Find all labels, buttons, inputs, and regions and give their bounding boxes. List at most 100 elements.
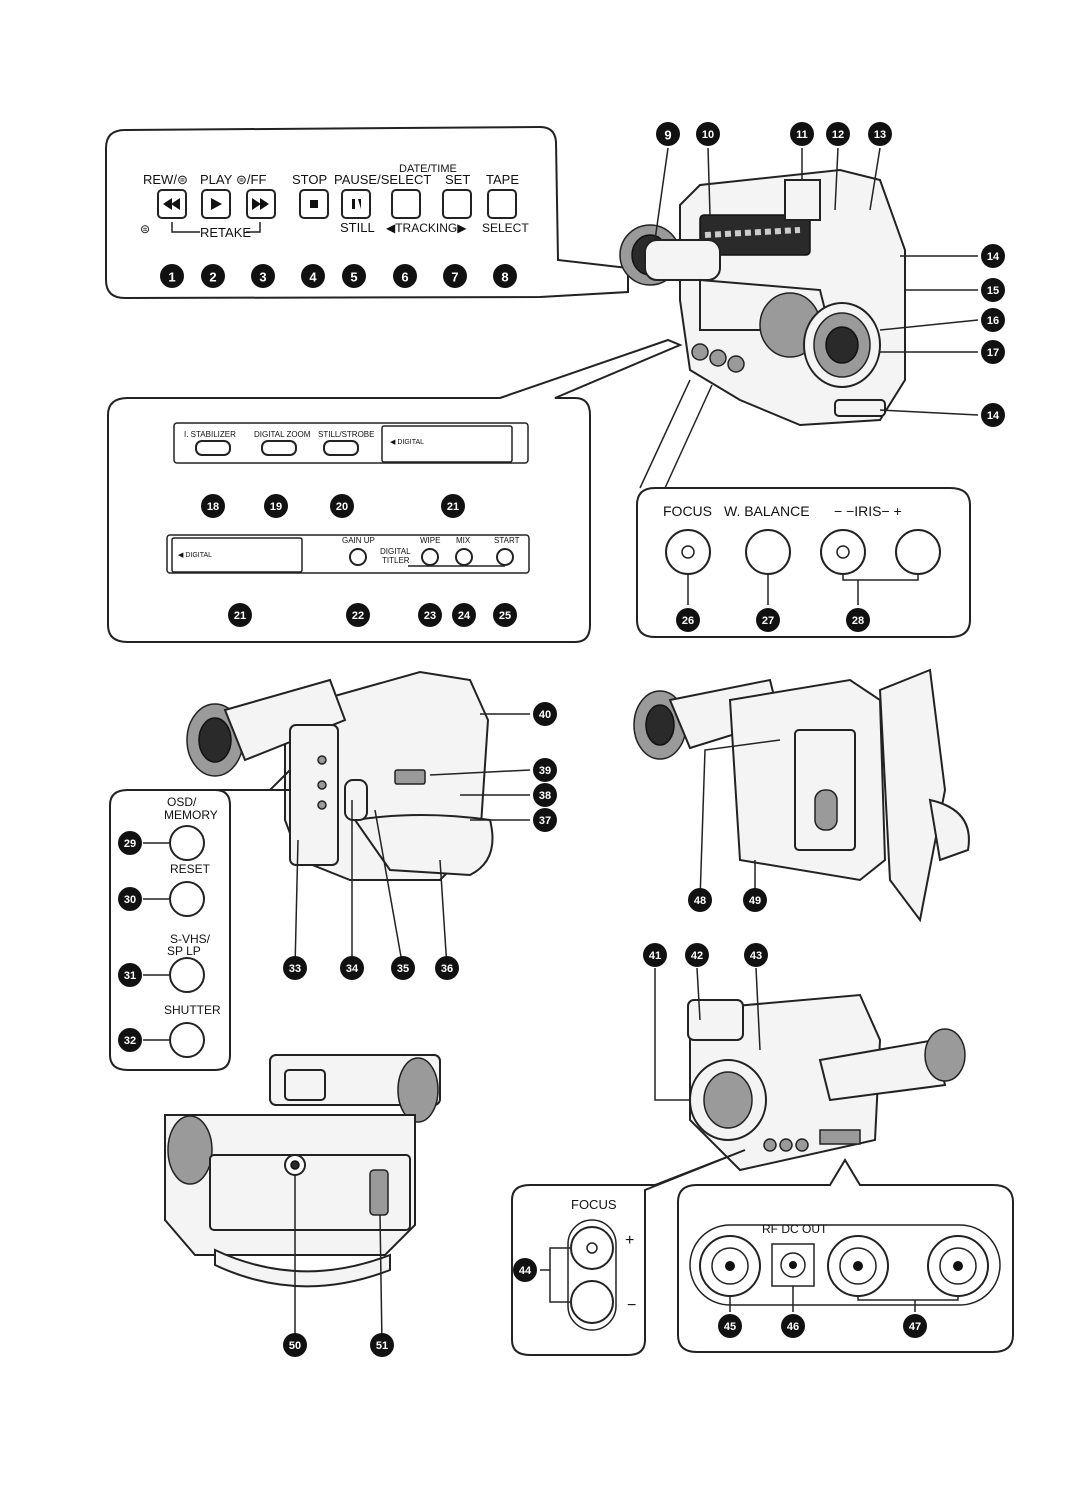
callout-number: 8 [501,270,508,285]
iris-minus-button[interactable] [820,529,866,575]
callout-marker [346,603,370,627]
callout-marker [781,1314,805,1338]
callout-marker [435,956,459,980]
callout-number: 12 [832,129,844,141]
callout-marker [513,1258,537,1282]
digital-cover-bottom[interactable] [171,537,303,573]
focus-plus-button[interactable] [570,1226,614,1270]
callout-number: 38 [539,790,551,802]
callout-number: 10 [702,129,714,141]
rew-label: REW/⊜ [143,172,188,187]
callout-marker [118,963,142,987]
callout-number: 45 [724,1321,736,1333]
focus-minus-button[interactable] [570,1280,614,1324]
retake-label: RETAKE [200,225,251,240]
top-control-panel: REW/⊜ PLAY ⊜/FF STOP PAUSE/SELECT DATE/T… [105,125,629,300]
digital-cover-label-bottom: ◀ DIGITAL [178,552,212,559]
still-label: STILL [340,220,375,235]
callout-marker [118,887,142,911]
callout-marker [981,308,1005,332]
camcorder-rear-view [687,993,966,1172]
callout-number: 27 [762,615,774,627]
callout-marker [656,122,680,146]
callout-marker [443,264,467,288]
reset-label: RESET [170,862,211,876]
digital-zoom-button[interactable] [261,440,297,456]
callout-number: 21 [447,501,459,513]
tape-select-button[interactable] [487,189,517,219]
callout-number: 28 [852,615,864,627]
callout-marker [264,494,288,518]
date-time-label: DATE/TIME [399,163,457,175]
callout-marker [790,122,814,146]
callout-number: 15 [987,285,999,297]
sp-lp-label: SP LP [167,944,201,958]
callout-marker [718,1314,742,1338]
callout-number: 20 [336,501,348,513]
callout-number: 34 [346,963,359,975]
callout-marker [981,340,1005,364]
callout-marker [688,888,712,912]
osd-memory-button[interactable] [169,825,205,861]
reset-button[interactable] [169,881,205,917]
gain-up-label: GAIN UP [342,536,375,545]
callout-number: 44 [519,1265,532,1277]
callout-marker [868,122,892,146]
callout-marker [391,956,415,980]
callout-number: 7 [451,270,458,285]
callout-number: 1 [168,270,175,285]
callout-marker [533,758,557,782]
focus-iris-panel: FOCUS W. BALANCE − −IRIS− + [636,379,971,638]
callout-number: 51 [376,1340,388,1352]
callout-marker [251,264,275,288]
white-balance-button[interactable] [745,529,791,575]
callout-number: 43 [750,950,762,962]
shutter-label: SHUTTER [164,1003,221,1017]
callout-number: 48 [694,895,706,907]
callout-number: 23 [424,610,436,622]
iris-plus-button[interactable] [895,529,941,575]
pause-select-label: PAUSE/SELECT [334,172,431,187]
callout-marker [441,494,465,518]
svhs-sp-lp-button[interactable] [169,957,205,993]
digital-cover-top[interactable] [381,425,513,463]
side-buttons-panel: OSD/ MEMORY RESET S-VHS/ SP LP SHUTTER [109,767,291,1071]
callout-marker [846,608,870,632]
start-label: START [494,536,520,545]
set-label: SET [445,172,470,187]
callout-number: 18 [207,501,219,513]
focus-button[interactable] [665,529,711,575]
callout-marker [370,1333,394,1357]
osd-label: OSD/ [167,795,197,809]
set-button[interactable] [442,189,472,219]
callout-marker [493,264,517,288]
still-strobe-button[interactable] [323,440,359,456]
wipe-button[interactable] [421,548,439,566]
callout-number: 22 [352,610,364,622]
date-time-select-button[interactable] [391,189,421,219]
start-button[interactable] [496,548,514,566]
gain-up-button[interactable] [349,548,367,566]
callout-marker [676,608,700,632]
stabilizer-button[interactable] [195,440,231,456]
callout-number: 5 [350,270,357,285]
callout-marker [643,943,667,967]
callout-number: 11 [796,129,808,141]
callout-marker [160,264,184,288]
cue-icon: ⊜ [140,222,150,236]
callout-marker [342,264,366,288]
callout-number: 2 [209,270,216,285]
focus-plus-label: + [625,1232,634,1249]
pause-button[interactable] [341,189,371,219]
shutter-button[interactable] [169,1022,205,1058]
tape-label: TAPE [486,172,519,187]
play-label: PLAY [200,172,233,187]
callout-number: 35 [397,963,409,975]
mix-button[interactable] [455,548,473,566]
callout-number: 25 [499,610,511,622]
play-icon [211,198,222,210]
callout-number: 13 [874,129,886,141]
fast-forward-icon [252,198,269,210]
